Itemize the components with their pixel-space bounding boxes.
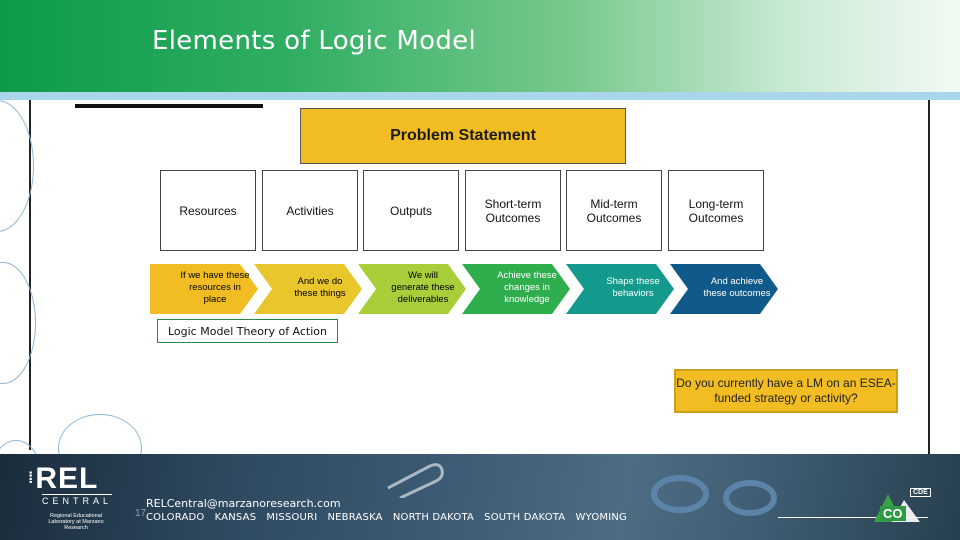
scissors-icon <box>651 475 777 516</box>
slide-title: Elements of Logic Model <box>152 26 476 56</box>
column-resources: Resources <box>160 170 256 251</box>
column-outputs: Outputs <box>363 170 459 251</box>
footer-banner <box>0 454 960 540</box>
theory-of-action-label: Logic Model Theory of Action <box>157 319 338 343</box>
cde-logo-text: CDE <box>910 488 931 497</box>
paperclip-icon <box>387 463 444 498</box>
chevron-text: We will generate these deliverables <box>391 270 455 305</box>
column-short-term: Short-term Outcomes <box>465 170 561 251</box>
frame-right-line <box>928 100 930 455</box>
footer-rule <box>778 517 928 518</box>
dots-icon: ⁞ <box>28 470 34 487</box>
chevron-text: Shape these behaviors <box>606 276 660 299</box>
chevron-flow <box>150 264 778 314</box>
chevron-text: And we do these things <box>294 276 346 299</box>
problem-statement-box: Problem Statement <box>300 108 626 164</box>
chevron-text: And achieve these outcomes <box>703 276 771 299</box>
chevron-step <box>150 264 258 314</box>
accent-bar <box>75 104 263 108</box>
rel-logo-text: REL <box>35 462 99 495</box>
rel-logo-caption: Regional Educational Laboratory at Marza… <box>48 513 104 531</box>
question-callout: Do you currently have a LM on an ESEA-fu… <box>674 369 898 413</box>
column-mid-term: Mid-term Outcomes <box>566 170 662 251</box>
frame-left-line <box>29 100 31 450</box>
chevron-step <box>358 264 466 314</box>
column-activities: Activities <box>262 170 358 251</box>
chevron-step <box>670 264 778 314</box>
header-banner <box>0 0 960 92</box>
column-long-term: Long-term Outcomes <box>668 170 764 251</box>
co-logo-text: CO <box>880 506 906 521</box>
page-number: 17 <box>135 508 147 519</box>
chevron-step <box>566 264 674 314</box>
header-divider <box>0 92 960 100</box>
chevron-step <box>462 264 570 314</box>
rel-central-logo: ⁞ REL CENTRAL <box>28 462 113 506</box>
region-states: COLORADO KANSAS MISSOURI NEBRASKA NORTH … <box>146 512 627 523</box>
chevron-step <box>254 264 362 314</box>
rel-logo-sub: CENTRAL <box>42 494 113 506</box>
chevron-text: If we have these resources in place <box>180 270 250 305</box>
chevron-text: Achieve these changes in knowledge <box>497 270 557 305</box>
contact-email[interactable]: RELCentral@marzanoresearch.com <box>146 497 341 510</box>
